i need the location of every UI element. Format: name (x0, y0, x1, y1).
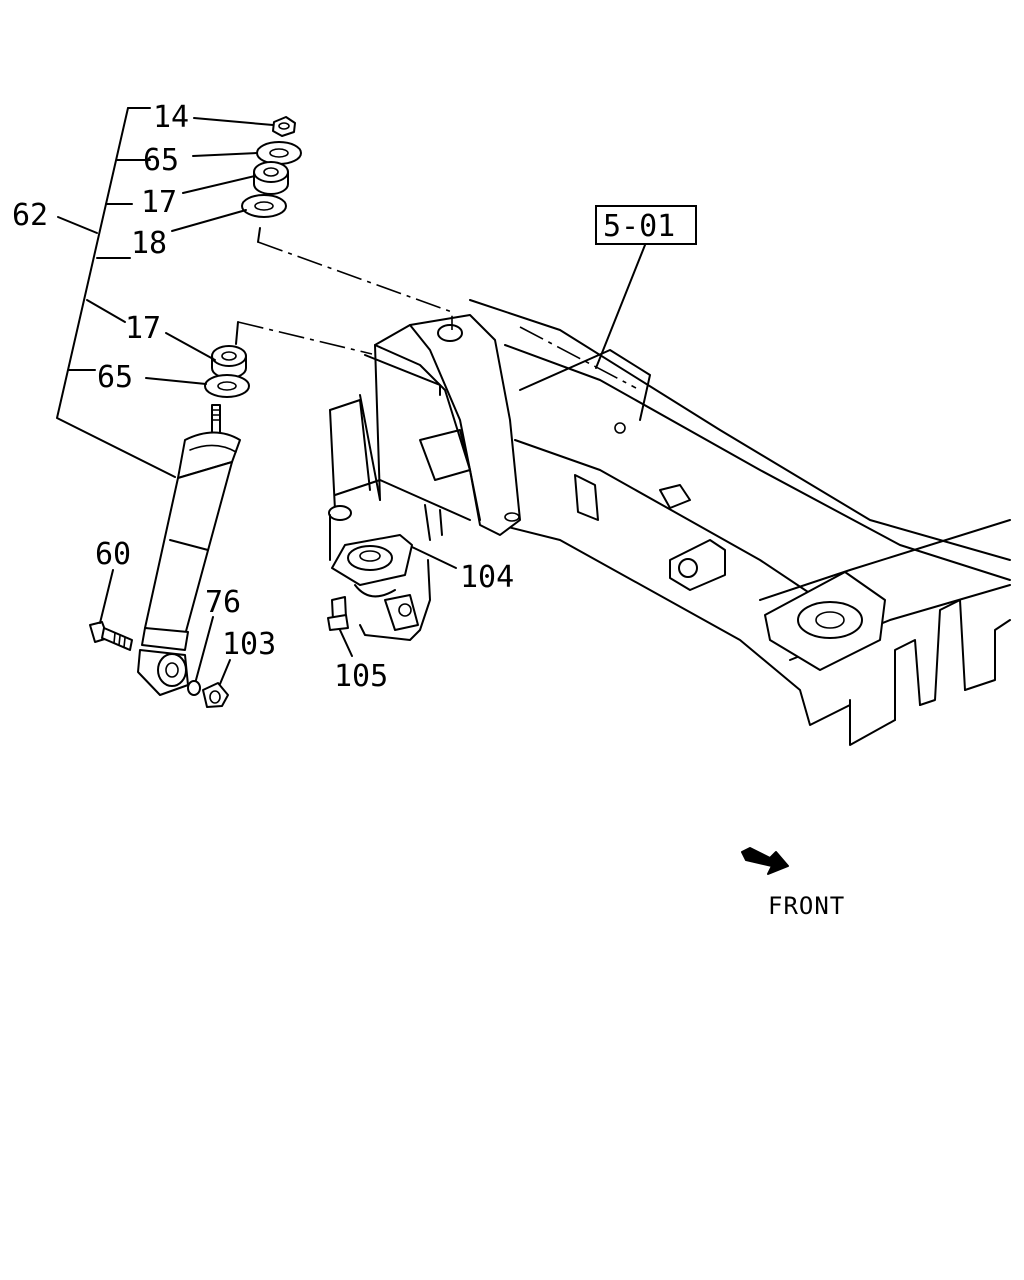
washer-76 (187, 680, 201, 696)
shock-absorber (137, 404, 241, 696)
callout-labels: 14 65 17 62 18 17 65 60 76 103 104 105 (12, 100, 514, 694)
callout-18: 18 (131, 226, 167, 261)
front-indicator: FRONT (741, 847, 845, 920)
bushing-17-top (253, 161, 289, 195)
washer-65-top (256, 141, 302, 165)
callout-17-mid: 17 (125, 311, 161, 346)
washer-18 (241, 194, 287, 218)
callout-76: 76 (205, 585, 241, 620)
callout-60: 60 (95, 537, 131, 572)
bushing-17-mid (211, 345, 247, 379)
front-arrow-icon (741, 847, 789, 875)
callout-105: 105 (334, 659, 388, 694)
reference-box-label: 5-01 (603, 209, 675, 244)
callout-62: 62 (12, 198, 48, 233)
bolt-105 (327, 596, 349, 631)
reference-box: 5-01 (595, 205, 697, 245)
front-label: FRONT (768, 892, 845, 920)
washer-65-mid (204, 374, 250, 398)
callout-104: 104 (460, 560, 514, 595)
callout-65-top: 65 (143, 143, 179, 178)
callout-65-mid: 65 (97, 360, 133, 395)
chassis-frame (469, 299, 1011, 746)
bolt-60 (89, 621, 133, 651)
assembly-phantom-lines (235, 227, 453, 355)
callout-17-top: 17 (141, 185, 177, 220)
bump-stopper-assembly (331, 534, 431, 641)
shock-mount-bracket (328, 314, 521, 561)
nut-14 (272, 116, 296, 137)
callout-103: 103 (222, 627, 276, 662)
leader-lines (56, 107, 646, 685)
callout-14: 14 (153, 100, 189, 135)
nut-103 (202, 682, 229, 708)
